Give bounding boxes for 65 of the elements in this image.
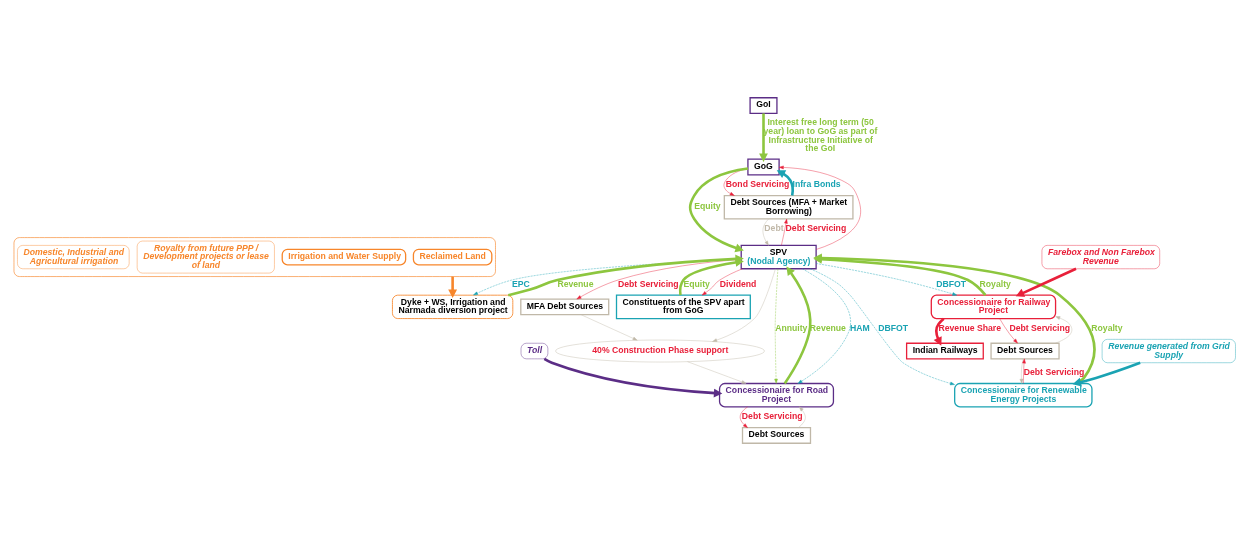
edge-label: Annuity	[775, 322, 808, 333]
edge-label: HAM	[850, 322, 870, 333]
arrow	[1022, 358, 1026, 384]
arrow	[999, 317, 1018, 343]
arrow	[687, 360, 747, 384]
edge-label: Debt	[764, 222, 784, 233]
node-box: Dyke + WS, Irrigation and Narmada diversion project	[392, 294, 514, 319]
arrow	[783, 266, 812, 384]
edge-label: DBFOT	[936, 278, 967, 289]
arrow	[739, 406, 748, 428]
arrow	[776, 169, 795, 196]
edge-label: Revenue	[557, 278, 594, 289]
edge-label: Debt Servicing	[785, 222, 847, 233]
node-box: MFA Debt Sources	[520, 297, 610, 315]
node-box: GoI	[749, 96, 778, 114]
arrow	[1055, 315, 1073, 343]
edge-label: Dividend	[719, 278, 757, 289]
node-box: Concessionaire for Renewable Energy Projects	[954, 382, 1093, 408]
edge-label: Debt Servicing	[618, 278, 679, 289]
node-box: Revenue generated from Grid Supply	[1101, 338, 1236, 363]
edge-label: Equity	[694, 200, 721, 211]
node-box: Irrigation and Water Supply	[281, 248, 407, 265]
edge-label: Royalty	[1091, 322, 1123, 333]
arrow	[1015, 267, 1077, 297]
arrow	[759, 112, 768, 162]
arrow	[781, 218, 788, 246]
arrow	[809, 268, 955, 385]
arrow	[1072, 361, 1141, 386]
edge-label: EPC	[511, 278, 530, 289]
arrow	[580, 314, 638, 340]
node-box: Indian Railways	[905, 342, 984, 359]
node-box: Toll	[520, 342, 549, 359]
edge-label: DBFOT	[878, 322, 909, 333]
arrow	[815, 262, 958, 296]
edge-label: Debt Servicing	[1009, 322, 1071, 333]
arrow	[762, 218, 769, 246]
edge-label: Debt Servicing	[741, 410, 803, 421]
arrow	[448, 276, 458, 298]
node-box: Domestic, Industrial and Agricultural irrigation	[17, 244, 130, 269]
arrow	[1019, 358, 1024, 384]
node-box: Constituents of the SPV apart from GoG	[615, 294, 751, 319]
node-box: Royalty from future PPP / Development projects or lease of land	[136, 240, 275, 273]
node-box: GoG	[747, 158, 780, 175]
node-box: Reclaimed Land	[412, 248, 493, 265]
arrow	[543, 357, 723, 397]
node-box: Concessionaire for Railway Project	[930, 294, 1057, 319]
edge-label: Royalty	[979, 278, 1011, 289]
arrow	[778, 165, 861, 250]
node-box: Farebox and Non Farebox Revenue	[1041, 244, 1160, 269]
edge-label: Bond Servicing	[725, 178, 790, 189]
node-box: SPV (Nodal Agency)	[740, 244, 817, 269]
arrow	[701, 268, 743, 295]
node-box: Debt Sources	[741, 426, 812, 444]
edge-label: Debt Servicing	[1023, 366, 1085, 377]
node-box: Debt Sources (MFA + Market Borrowing)	[723, 194, 854, 220]
edge-label: Revenue Share	[938, 322, 1001, 333]
edge-label: Infra Bonds	[792, 178, 841, 189]
arrow	[774, 268, 779, 384]
arrow	[797, 268, 851, 384]
edge-label: Equity	[683, 278, 710, 289]
node-box: Debt Sources	[990, 342, 1060, 359]
arrow	[933, 317, 945, 346]
arrow	[798, 406, 806, 428]
node-box: Concessionaire for Road Project	[718, 382, 835, 408]
arrow	[712, 268, 776, 342]
